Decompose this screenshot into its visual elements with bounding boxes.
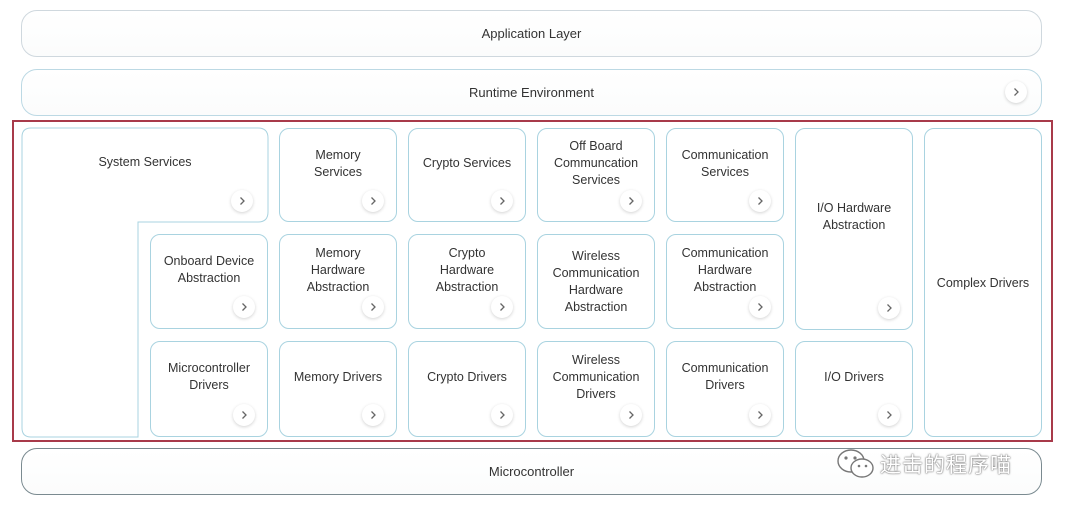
watermark-text: 进击的程序喵: [880, 453, 1012, 477]
memory-services[interactable]: Memory Services: [279, 128, 397, 222]
io-hardware-abstraction[interactable]: I/O Hardware Abstraction: [795, 128, 913, 330]
application-layer-label: Application Layer: [481, 26, 582, 41]
runtime-environment-label: Runtime Environment: [469, 85, 594, 100]
chevron-right-icon[interactable]: [362, 296, 384, 318]
io-drivers[interactable]: I/O Drivers: [795, 341, 913, 437]
application-layer[interactable]: Application Layer: [21, 10, 1042, 57]
wireless-communication-hardware-abstraction-label: Wireless Communication Hardware Abstract…: [552, 249, 640, 314]
crypto-hardware-abstraction-label: Crypto Hardware Abstraction: [435, 246, 499, 294]
wireless-communication-hardware-abstraction[interactable]: Wireless Communication Hardware Abstract…: [537, 234, 655, 329]
chevron-right-icon[interactable]: [1005, 81, 1027, 103]
communication-hardware-abstraction-label: Communication Hardware Abstraction: [681, 246, 769, 294]
memory-drivers-label: Memory Drivers: [293, 370, 383, 384]
io-drivers-label: I/O Drivers: [824, 370, 884, 384]
wireless-communication-drivers-label: Wireless Communication Drivers: [552, 353, 640, 401]
complex-drivers-label: Complex Drivers: [936, 276, 1030, 290]
crypto-hardware-abstraction[interactable]: Crypto Hardware Abstraction: [408, 234, 526, 329]
chevron-right-icon[interactable]: [620, 190, 642, 212]
chevron-right-icon[interactable]: [620, 404, 642, 426]
chevron-right-icon[interactable]: [491, 296, 513, 318]
chevron-right-icon[interactable]: [878, 297, 900, 319]
communication-drivers[interactable]: Communication Drivers: [666, 341, 784, 437]
crypto-services[interactable]: Crypto Services: [408, 128, 526, 222]
system-services-label: System Services: [98, 155, 192, 169]
microcontroller-drivers[interactable]: Microcontroller Drivers: [150, 341, 268, 437]
offboard-communication-services[interactable]: Off Board Communcation Services: [537, 128, 655, 222]
chevron-right-icon[interactable]: [362, 404, 384, 426]
chevron-right-icon[interactable]: [362, 190, 384, 212]
chevron-right-icon[interactable]: [231, 190, 253, 212]
watermark: 进击的程序喵: [836, 444, 1012, 484]
chevron-right-icon[interactable]: [749, 190, 771, 212]
communication-services-label: Communication Services: [681, 148, 769, 179]
memory-hardware-abstraction-label: Memory Hardware Abstraction: [306, 246, 370, 294]
wireless-communication-drivers[interactable]: Wireless Communication Drivers: [537, 341, 655, 437]
bsw-highlight-frame: [12, 120, 1053, 442]
crypto-services-label: Crypto Services: [422, 156, 512, 170]
chevron-right-icon[interactable]: [491, 190, 513, 212]
communication-services[interactable]: Communication Services: [666, 128, 784, 222]
io-hardware-abstraction-label: I/O Hardware Abstraction: [816, 201, 892, 232]
microcontroller-drivers-label: Microcontroller Drivers: [168, 361, 250, 392]
chevron-right-icon[interactable]: [749, 404, 771, 426]
chevron-right-icon[interactable]: [491, 404, 513, 426]
microcontroller-layer-label: Microcontroller: [488, 464, 575, 479]
memory-services-label: Memory Services: [314, 148, 362, 179]
memory-drivers[interactable]: Memory Drivers: [279, 341, 397, 437]
crypto-drivers-label: Crypto Drivers: [427, 370, 507, 384]
chevron-right-icon[interactable]: [233, 404, 255, 426]
complex-drivers[interactable]: Complex Drivers: [924, 128, 1042, 437]
chevron-right-icon[interactable]: [233, 296, 255, 318]
communication-hardware-abstraction[interactable]: Communication Hardware Abstraction: [666, 234, 784, 329]
onboard-device-abstraction-label: Onboard Device Abstraction: [163, 254, 255, 285]
crypto-drivers[interactable]: Crypto Drivers: [408, 341, 526, 437]
chevron-right-icon[interactable]: [878, 404, 900, 426]
offboard-communication-services-label: Off Board Communcation Services: [553, 139, 639, 187]
wechat-logo-icon: [837, 449, 874, 478]
memory-hardware-abstraction[interactable]: Memory Hardware Abstraction: [279, 234, 397, 329]
runtime-environment[interactable]: Runtime Environment: [21, 69, 1042, 116]
chevron-right-icon[interactable]: [749, 296, 771, 318]
communication-drivers-label: Communication Drivers: [681, 361, 769, 392]
onboard-device-abstraction[interactable]: Onboard Device Abstraction: [150, 234, 268, 329]
